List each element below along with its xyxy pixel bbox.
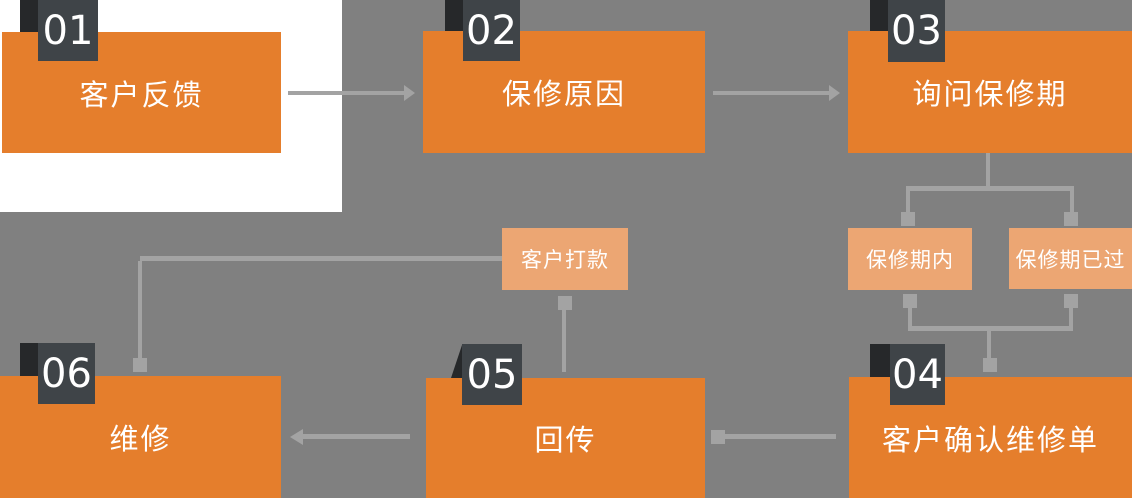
connector-node (983, 358, 997, 372)
connector-node (558, 296, 572, 310)
branch-box-in-warranty: 保修期内 (848, 228, 972, 290)
connector-line (906, 191, 910, 213)
connector-line (138, 261, 142, 358)
connector-node (903, 294, 917, 308)
connector-line (725, 434, 836, 439)
connector-node (1064, 212, 1078, 226)
step-label: 客户确认维修单 (881, 422, 1099, 457)
branch-label: 客户打款 (521, 248, 609, 272)
step-number: 06 (41, 350, 92, 397)
step-number-badge: 04 (890, 344, 945, 405)
step-box-confirm-repair-order: 客户确认维修单 (849, 377, 1132, 498)
step-number: 02 (466, 7, 517, 54)
branch-label: 保修期已过 (1015, 247, 1126, 272)
branch-box-payment: 客户打款 (502, 228, 628, 290)
badge-fold (451, 345, 462, 378)
connector-line (908, 326, 1073, 331)
step-number-badge: 01 (38, 0, 98, 61)
connector-line (908, 308, 912, 330)
step-label: 询问保修期 (912, 77, 1068, 111)
connector-line (140, 256, 502, 261)
step-number: 04 (892, 351, 943, 398)
connector-line (986, 153, 990, 188)
connector-line (906, 186, 1074, 191)
connector-line (1070, 191, 1074, 213)
step-number: 01 (42, 7, 94, 54)
branch-label: 保修期内 (866, 248, 954, 272)
connector-line (1069, 308, 1073, 330)
arrow-right-icon (829, 85, 840, 101)
step-number-badge: 03 (888, 0, 945, 62)
connector-line (987, 331, 991, 360)
badge-fold (870, 344, 890, 377)
connector-node (711, 430, 725, 444)
step-number: 03 (891, 8, 942, 54)
connector-line (562, 310, 566, 372)
connector-node (133, 358, 147, 372)
step-number: 05 (466, 351, 518, 398)
step-label: 保修原因 (501, 77, 626, 111)
step-number-badge: 05 (462, 344, 522, 405)
badge-fold (20, 0, 38, 32)
step-label: 客户反馈 (79, 77, 204, 112)
connector-line (713, 91, 829, 95)
badge-fold (20, 343, 38, 376)
step-label: 维修 (109, 422, 172, 456)
connector-node (901, 212, 915, 226)
connector-line (288, 91, 404, 95)
step-number-badge: 02 (463, 0, 520, 61)
step-label: 回传 (534, 423, 597, 457)
branch-box-out-of-warranty: 保修期已过 (1009, 228, 1132, 289)
connector-line (303, 434, 410, 439)
arrow-right-icon (404, 85, 415, 101)
badge-fold (870, 0, 888, 31)
connector-node (1064, 294, 1078, 308)
arrow-left-icon (290, 429, 303, 445)
badge-fold (445, 0, 463, 31)
step-number-badge: 06 (38, 343, 95, 404)
step-box-repair: 维修 (0, 376, 281, 498)
